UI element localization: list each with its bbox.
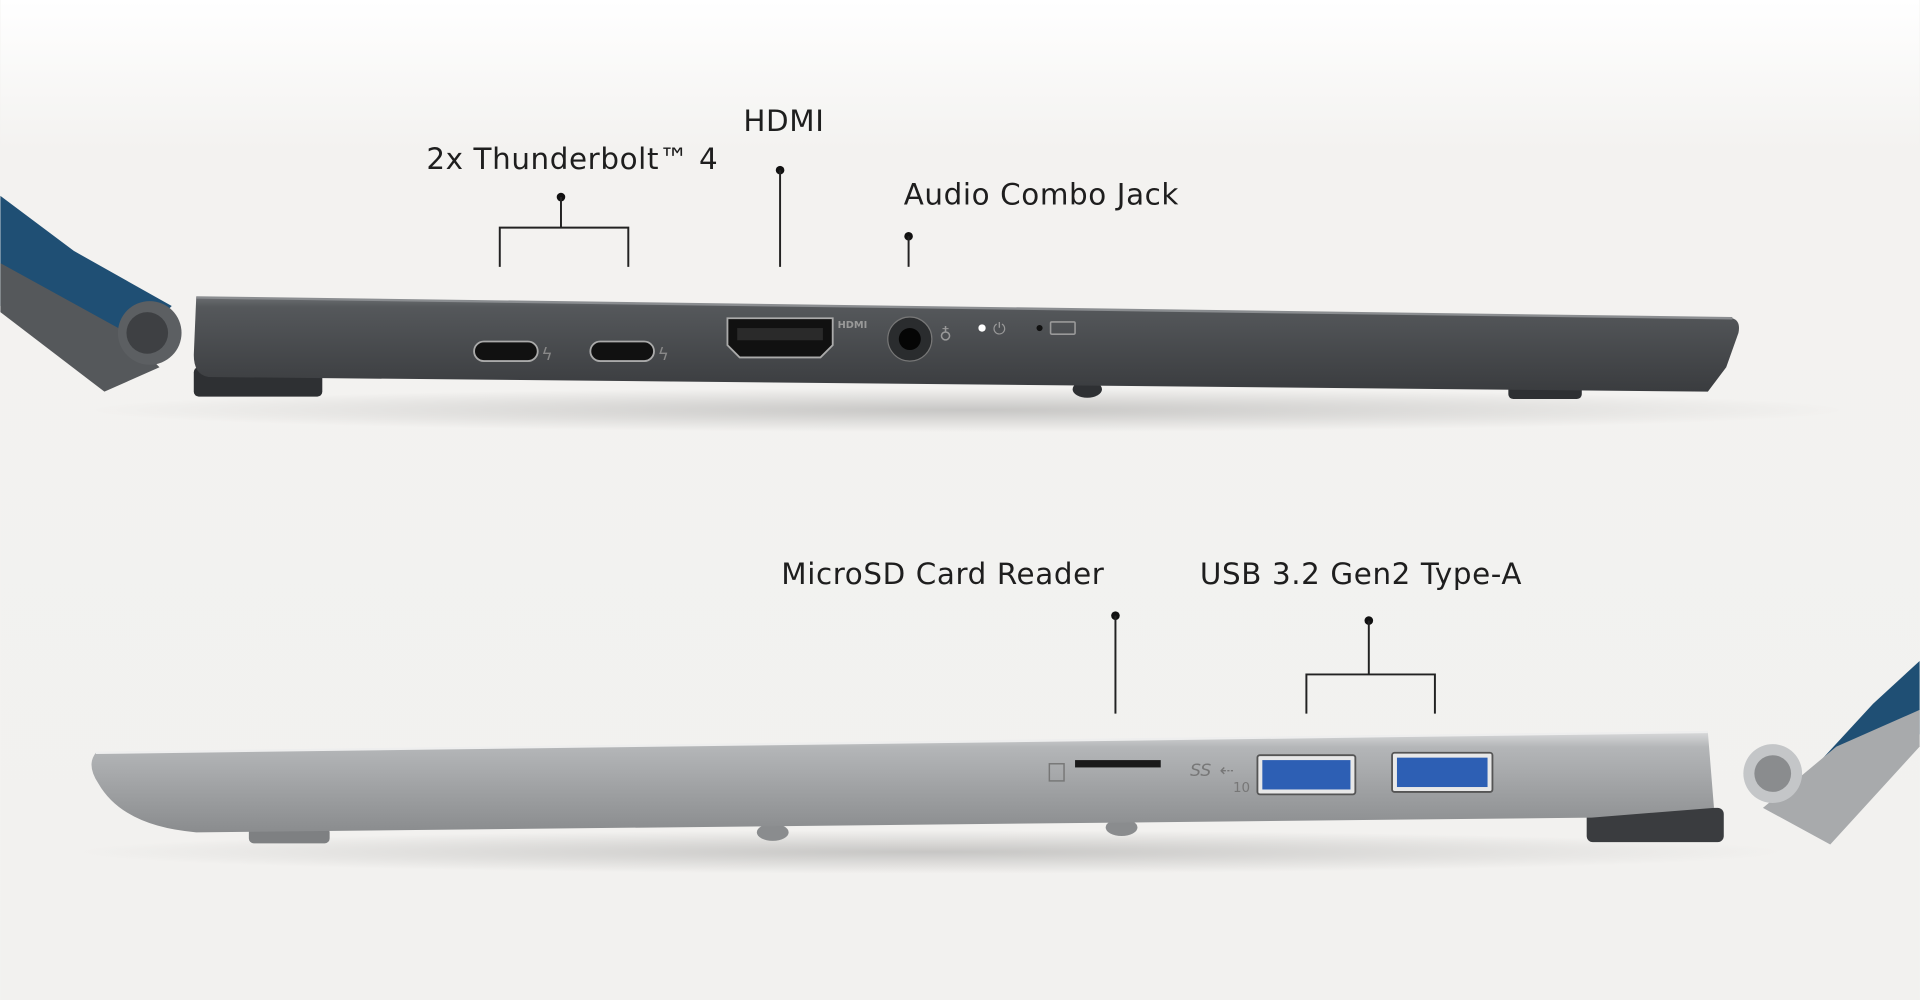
battery-led: [1036, 324, 1043, 332]
label-thunderbolt: 2x Thunderbolt™ 4: [426, 142, 718, 176]
microsd-slot: [1075, 760, 1161, 768]
usb-ss-icon: SS: [1190, 761, 1211, 781]
power-icon: ⏻: [993, 319, 1006, 338]
thunderbolt-port-2: [589, 340, 655, 362]
hdmi-logo: HDMI: [838, 320, 868, 331]
callout-lines: [498, 165, 1436, 714]
usb-speed-label: 10: [1233, 781, 1250, 796]
thunderbolt-port-1: [473, 340, 539, 362]
thunderbolt-icon: ϟ: [541, 345, 552, 365]
top-chassis: [193, 297, 1740, 392]
label-hdmi: HDMI: [743, 104, 824, 138]
laptop-left-side: ϟ ϟ HDMI ♁ ⏻: [0, 195, 1849, 433]
thunderbolt-icon: ϟ: [658, 345, 669, 365]
sd-card-icon: [1048, 763, 1065, 782]
usb-trident-icon: ⇠: [1219, 761, 1233, 781]
label-microsd: MicroSD Card Reader: [781, 557, 1104, 591]
headset-icon: ♁: [939, 325, 952, 345]
battery-icon: [1049, 321, 1076, 335]
label-audio-combo-jack: Audio Combo Jack: [904, 177, 1179, 211]
power-led: [978, 324, 986, 332]
laptop-right-side: SS ⇠ 10: [73, 660, 1920, 874]
label-usb: USB 3.2 Gen2 Type-A: [1200, 557, 1522, 591]
